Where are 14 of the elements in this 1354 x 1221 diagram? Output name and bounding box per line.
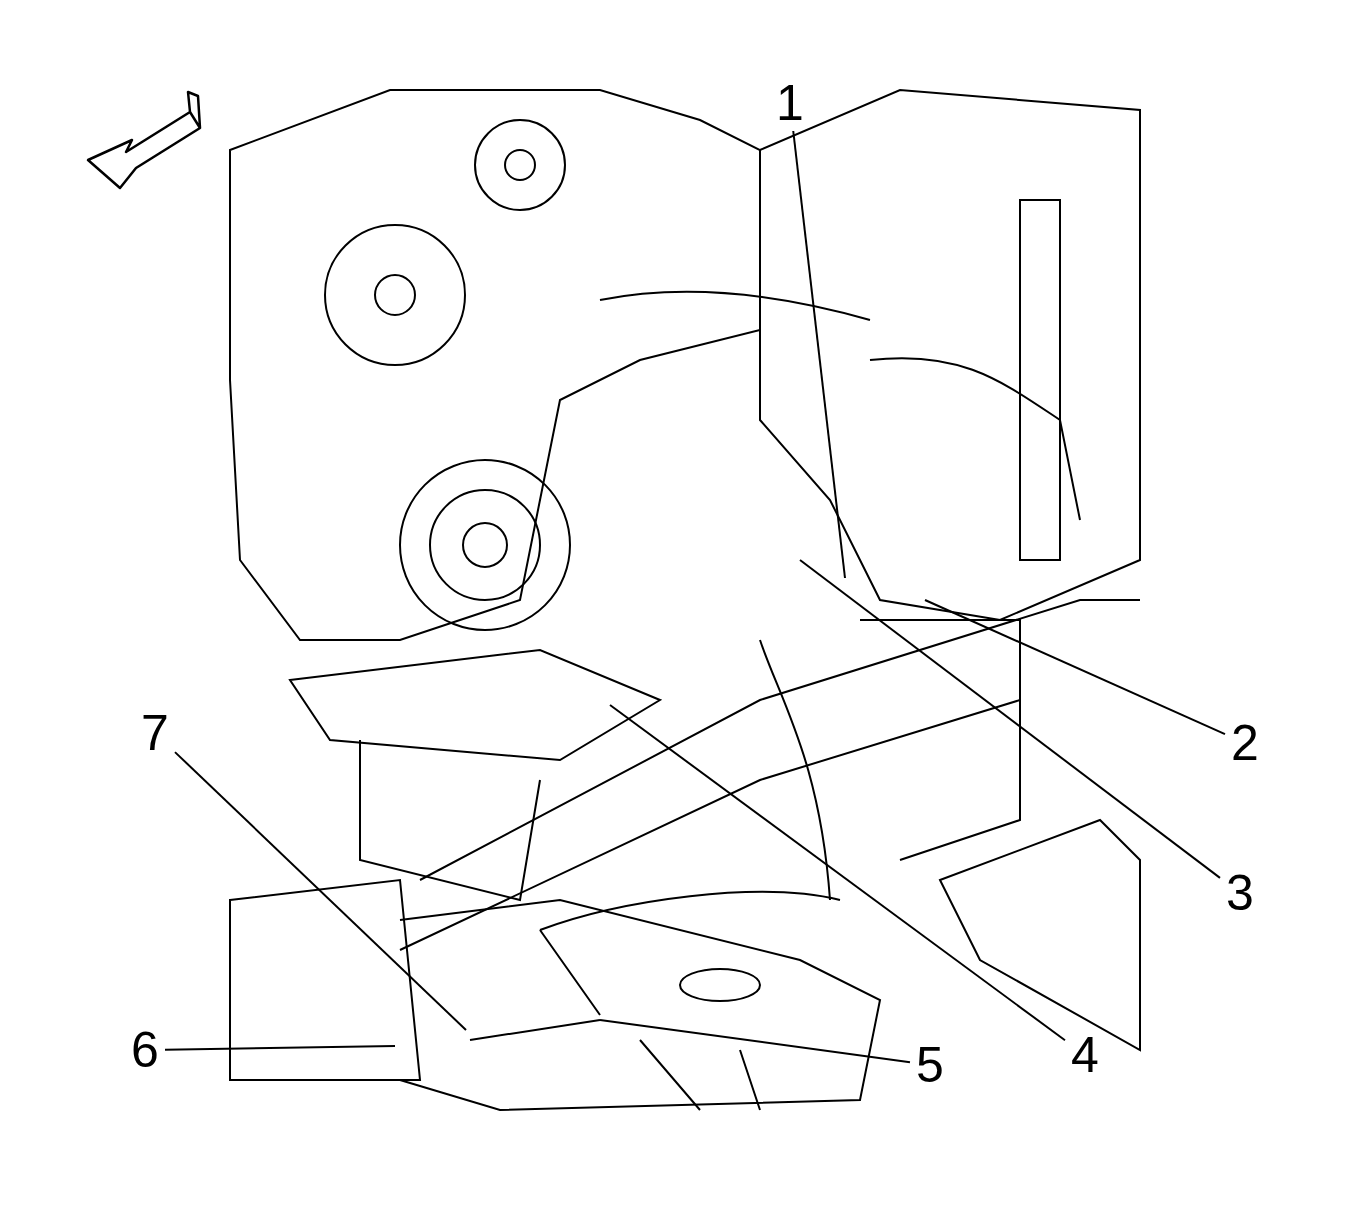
- callout-number: 2: [1227, 718, 1263, 768]
- callout-number: 1: [772, 78, 808, 128]
- callout-number: 6: [127, 1025, 163, 1075]
- callout-number: 7: [137, 708, 173, 758]
- leader-line: [174, 751, 467, 1031]
- leader-line: [799, 559, 1221, 879]
- leader-line: [609, 704, 1066, 1042]
- leader-line: [599, 1019, 911, 1064]
- callout-number: 3: [1222, 868, 1258, 918]
- callout-number: 4: [1067, 1030, 1103, 1080]
- callout-number: 5: [912, 1040, 948, 1090]
- leader-line: [924, 599, 1226, 736]
- leader-line: [164, 1045, 396, 1051]
- leader-line: [792, 130, 846, 579]
